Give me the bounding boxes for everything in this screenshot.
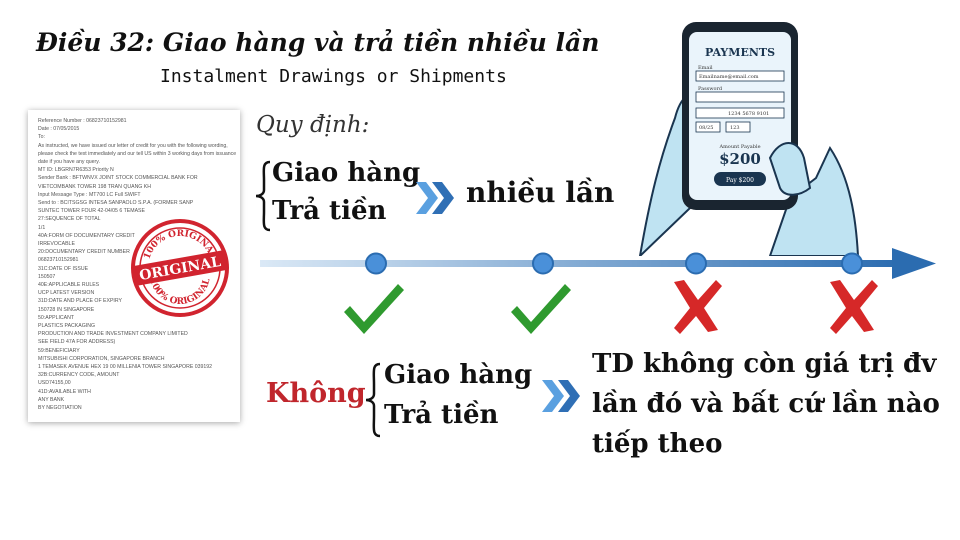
email-value: Emailname@email.com xyxy=(699,73,759,80)
page-title: Điều 32: Giao hàng và trả tiền nhiều lần xyxy=(36,28,600,57)
left-brace-icon xyxy=(255,160,271,232)
finger-icon xyxy=(768,142,812,196)
document-line: Send to : BCITSGSG INTESA SANPAOLO S.P.A… xyxy=(38,200,194,206)
instalment-timeline xyxy=(260,248,936,334)
chevron-arrows-icon xyxy=(542,380,580,412)
rule-label: Quy định: xyxy=(256,112,370,138)
not-allowed-label: Không xyxy=(266,378,366,409)
amount-caption: Amount Payable xyxy=(718,144,760,150)
card-number-field[interactable] xyxy=(695,107,785,119)
document-line: VIETCOMBANK TOWER 198 TRAN QUANG KH xyxy=(38,183,151,190)
document-line: UCP LATEST VERSION xyxy=(38,290,95,297)
pay-button[interactable] xyxy=(714,172,766,186)
document-line: 06823710152981 xyxy=(38,257,79,264)
document-line: 1 TEMASEK AVENUE HEX 19 00 MILLENIA TOWE… xyxy=(38,364,213,370)
document-line: SEE FIELD 47A FOR ADDRESS) xyxy=(38,339,116,346)
cross-icon xyxy=(674,280,722,334)
document-line: 50:APPLICANT xyxy=(38,314,75,321)
document-line: MITSUBISHI CORPORATION, SINGAPORE BRANCH xyxy=(38,355,165,362)
result-line: lần đó và bất cứ lần nào xyxy=(592,389,940,419)
document-line: 150728 IN SINGAPORE xyxy=(38,306,95,313)
document-line: 27:SEQUENCE OF TOTAL xyxy=(38,216,101,223)
document-line: As instructed, we have issued our letter… xyxy=(38,142,228,149)
not-allowed-payment-text: Trả tiền xyxy=(384,400,499,430)
cvv-field[interactable] xyxy=(725,121,751,133)
document-line: date if you have any query. xyxy=(38,159,100,165)
document-line: PRODUCTION AND TRADE INVESTMENT COMPANY … xyxy=(38,331,188,338)
email-field[interactable] xyxy=(695,70,785,82)
document-line: IRREVOCABLE xyxy=(38,241,75,247)
document-line: Input Message Type : MT700 LC Full SWIFT xyxy=(38,191,141,198)
document-line: Reference Number : 06823710152981 xyxy=(38,118,127,124)
chevron-arrows-icon xyxy=(416,182,454,214)
phone-payment-illustration: PAYMENTS Email Emailname@email.com Passw… xyxy=(638,22,860,256)
document-line: USD74155,00 xyxy=(38,380,71,387)
page-subtitle: Instalment Drawings or Shipments xyxy=(160,66,507,87)
left-brace-icon xyxy=(365,362,381,438)
timeline-dot xyxy=(532,252,554,275)
pay-button-label: Pay $200 xyxy=(726,177,754,184)
not-allowed-delivery-text: Giao hàng xyxy=(384,360,533,390)
expiry-value: 08/25 xyxy=(699,125,713,131)
document-line: 20:DOCUMENTARY CREDIT NUMBER xyxy=(38,249,130,256)
document-line: 41D:AVAILABLE WITH xyxy=(38,388,91,395)
email-label: Email xyxy=(698,65,713,71)
timeline-arrowhead-icon xyxy=(892,248,936,279)
phone-header: PAYMENTS xyxy=(705,46,775,59)
timeline-dot xyxy=(365,252,387,275)
result-line: tiếp theo xyxy=(592,429,723,459)
document-line: 59:BENEFICIARY xyxy=(38,347,80,354)
allowed-result-text: nhiều lần xyxy=(466,176,615,209)
check-icon xyxy=(511,284,571,334)
timeline-line xyxy=(260,260,900,267)
document-line: ANY BANK xyxy=(38,396,65,403)
password-field[interactable] xyxy=(695,91,785,103)
document-line: 150507 xyxy=(38,273,56,280)
card-number: 1234 5678 9101 xyxy=(728,111,769,117)
document-line: 31D:DATE AND PLACE OF EXPIRY xyxy=(38,298,122,305)
document-line: To: xyxy=(38,134,45,141)
document-line: MT ID: LBGRN7R6353 Priority N xyxy=(38,167,114,174)
cvv-value: 123 xyxy=(730,125,740,131)
document-line: PLASTICS PACKAGING xyxy=(38,323,95,329)
document-line: 40A:FORM OF DOCUMENTARY CREDIT xyxy=(38,232,135,239)
document-line: BY NEGOTIATION xyxy=(38,405,82,411)
original-stamp-icon: 100% ORIGINAL 100% ORIGINAL ORIGINAL xyxy=(131,219,229,317)
expiry-field[interactable] xyxy=(695,121,721,133)
document-line: Sender Bank : BFTWNVX JOINT STOCK COMMER… xyxy=(38,175,198,182)
timeline-dot xyxy=(841,252,863,275)
allowed-delivery-text: Giao hàng xyxy=(272,158,421,188)
document-line: SUNTEC TOWER FOUR 42-04/05 6 TEMASE xyxy=(38,208,145,215)
document-line: 1/1 xyxy=(38,224,46,231)
amount-value: $200 xyxy=(719,150,761,168)
result-line: TD không còn giá trị đv xyxy=(592,349,937,379)
document-line: please check the text immediately and ou… xyxy=(38,150,237,157)
check-icon xyxy=(344,284,404,334)
document-line: 31C:DATE OF ISSUE xyxy=(38,265,89,272)
timeline-dot xyxy=(685,252,707,275)
password-label: Password xyxy=(698,86,723,92)
allowed-payment-text: Trả tiền xyxy=(272,196,387,226)
not-allowed-result-text: TD không còn giá trị đv lần đó và bất cứ… xyxy=(592,344,952,464)
right-hand-icon xyxy=(768,145,860,256)
cross-icon xyxy=(830,280,878,334)
document-line: 40E:APPLICABLE RULES xyxy=(38,282,100,288)
document-line: 32B:CURRENCY CODE, AMOUNT xyxy=(38,372,120,379)
document-line: Date : 07/05/2015 xyxy=(38,126,80,133)
